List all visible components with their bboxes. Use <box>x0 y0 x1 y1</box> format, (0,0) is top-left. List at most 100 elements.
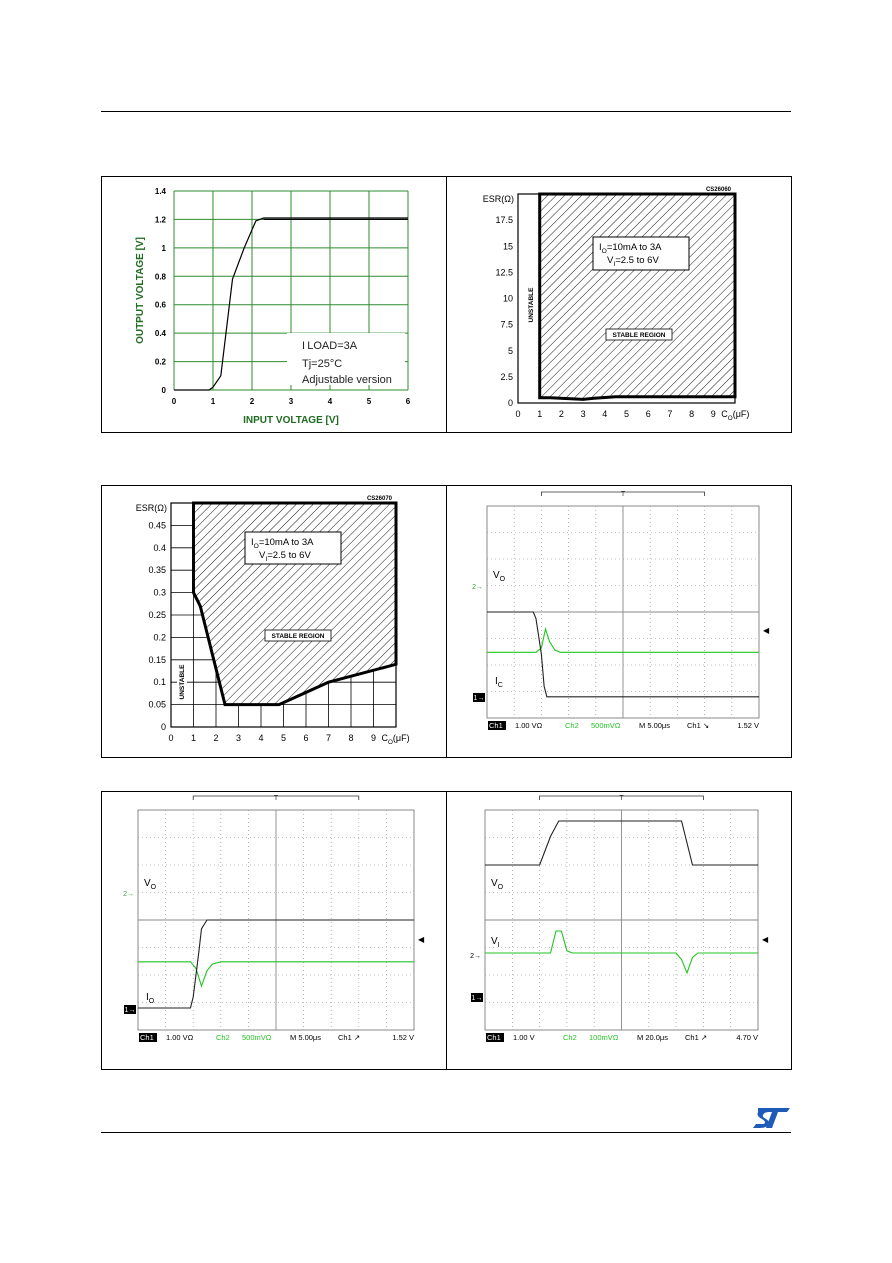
x-tick-label: 3 <box>581 409 586 419</box>
stable-region-label-box <box>605 328 673 341</box>
y-tick-label: 0.8 <box>155 272 167 281</box>
trace-ch1 <box>485 820 758 866</box>
status-time: M 20.0μs <box>637 1033 668 1042</box>
x-tick-label: 5 <box>367 397 372 406</box>
unstable-label: UNSTABLE <box>528 287 535 323</box>
y-axis-label: ESR(Ω) <box>483 194 514 204</box>
trigger-bracket <box>539 795 704 800</box>
x-tick-label: 0 <box>515 409 520 419</box>
x-tick-label: 6 <box>303 733 308 743</box>
st-logo-icon <box>753 1108 790 1128</box>
status-ch1: Ch1 <box>140 1033 154 1042</box>
y-tick-label: 0.4 <box>155 329 167 338</box>
trace-label-lower: IO <box>146 992 155 1005</box>
header-rule <box>101 111 791 112</box>
annotation-box <box>287 333 405 385</box>
x-tick-label: 3 <box>236 733 241 743</box>
x-axis-label: INPUT VOLTAGE [V] <box>243 415 339 426</box>
y-tick-label: 1.2 <box>155 215 167 224</box>
conditions-box <box>592 236 690 271</box>
y-tick-label: 15 <box>503 241 513 251</box>
footer-rule <box>101 1132 791 1133</box>
trace-label-upper: VO <box>491 878 504 891</box>
status-level: 1.52 V <box>737 721 759 730</box>
ch1-marker: 1→ <box>125 1007 136 1014</box>
y-axis-label: OUTPUT VOLTAGE [V] <box>135 237 146 344</box>
y-tick-label: 5 <box>508 346 513 356</box>
trace-ch2 <box>487 626 759 653</box>
x-tick-label: 4 <box>328 397 333 406</box>
x-tick-label: 5 <box>281 733 286 743</box>
stable-region-label: STABLE REGION <box>272 633 325 640</box>
y-tick-label: 7.5 <box>500 320 513 330</box>
trigger-level-marker: ◀ <box>762 935 769 944</box>
y-tick-label: 0.05 <box>148 700 166 710</box>
status-ch2: Ch2 <box>216 1033 230 1042</box>
conditions-box <box>244 531 342 565</box>
trace-ch1 <box>138 919 414 1009</box>
trace-label-lower: VI <box>491 936 500 949</box>
status-ch2: Ch2 <box>563 1033 577 1042</box>
x-tick-label: 9 <box>371 733 376 743</box>
x-axis-label: CO(μF) <box>382 733 410 746</box>
series-line <box>174 217 408 391</box>
unstable-label: UNSTABLE <box>179 664 186 700</box>
status-ch1-scale: 1.00 VΩ <box>166 1033 194 1042</box>
x-tick-label: 1 <box>191 733 196 743</box>
x-tick-label: 2 <box>250 397 255 406</box>
unstable-label-bg <box>526 285 536 325</box>
x-tick-label: 5 <box>624 409 629 419</box>
x-tick-label: 4 <box>258 733 263 743</box>
ch1-marker-bg <box>471 993 483 1002</box>
ch2-marker: 2→ <box>472 584 483 591</box>
condition-io: IO=10mA to 3A <box>251 537 314 550</box>
x-tick-label: 0 <box>172 397 177 406</box>
figure-code: CS26070 <box>367 496 393 502</box>
trace-label-upper: VO <box>493 570 506 583</box>
trigger-level-marker: ◀ <box>763 626 770 635</box>
y-tick-label: 12.5 <box>495 267 513 277</box>
unstable-label-bg <box>177 662 187 702</box>
trigger-marker: T <box>274 795 279 802</box>
status-ch1-bg <box>139 1033 157 1042</box>
ch1-marker-bg <box>124 1005 136 1014</box>
status-level: 4.70 V <box>736 1033 758 1042</box>
condition-io: IO=10mA to 3A <box>599 242 662 255</box>
y-tick-label: 1.4 <box>155 187 167 196</box>
status-ch2-scale: 500mVΩ <box>242 1033 272 1042</box>
y-tick-label: 0.15 <box>148 655 166 665</box>
y-tick-label: 0.2 <box>155 358 167 367</box>
x-tick-label: 0 <box>168 733 173 743</box>
stable-region <box>538 192 737 401</box>
annotation-text: Tj=25°C <box>302 358 342 370</box>
stable-region-label: STABLE REGION <box>613 332 666 339</box>
y-tick-label: 10 <box>503 294 513 304</box>
x-tick-label: 6 <box>406 397 411 406</box>
y-tick-label: 2.5 <box>500 372 513 382</box>
x-tick-label: 7 <box>326 733 331 743</box>
condition-vi: VI=2.5 to 6V <box>259 550 311 563</box>
y-axis-label: ESR(Ω) <box>136 503 167 513</box>
y-tick-label: 0.25 <box>148 610 166 620</box>
annotation-text: I LOAD=3A <box>302 340 358 352</box>
x-tick-label: 7 <box>667 409 672 419</box>
figure-code: CS26060 <box>706 187 732 193</box>
x-tick-label: 2 <box>213 733 218 743</box>
status-ch2: Ch2 <box>565 721 579 730</box>
trigger-marker: T <box>621 491 626 498</box>
stable-region <box>192 501 398 707</box>
y-tick-label: 1 <box>162 244 167 253</box>
trigger-bracket <box>541 491 705 496</box>
x-axis-label: CO(μF) <box>721 409 749 422</box>
x-tick-label: 1 <box>211 397 216 406</box>
x-tick-label: 4 <box>602 409 607 419</box>
y-tick-label: 0.3 <box>153 588 166 598</box>
